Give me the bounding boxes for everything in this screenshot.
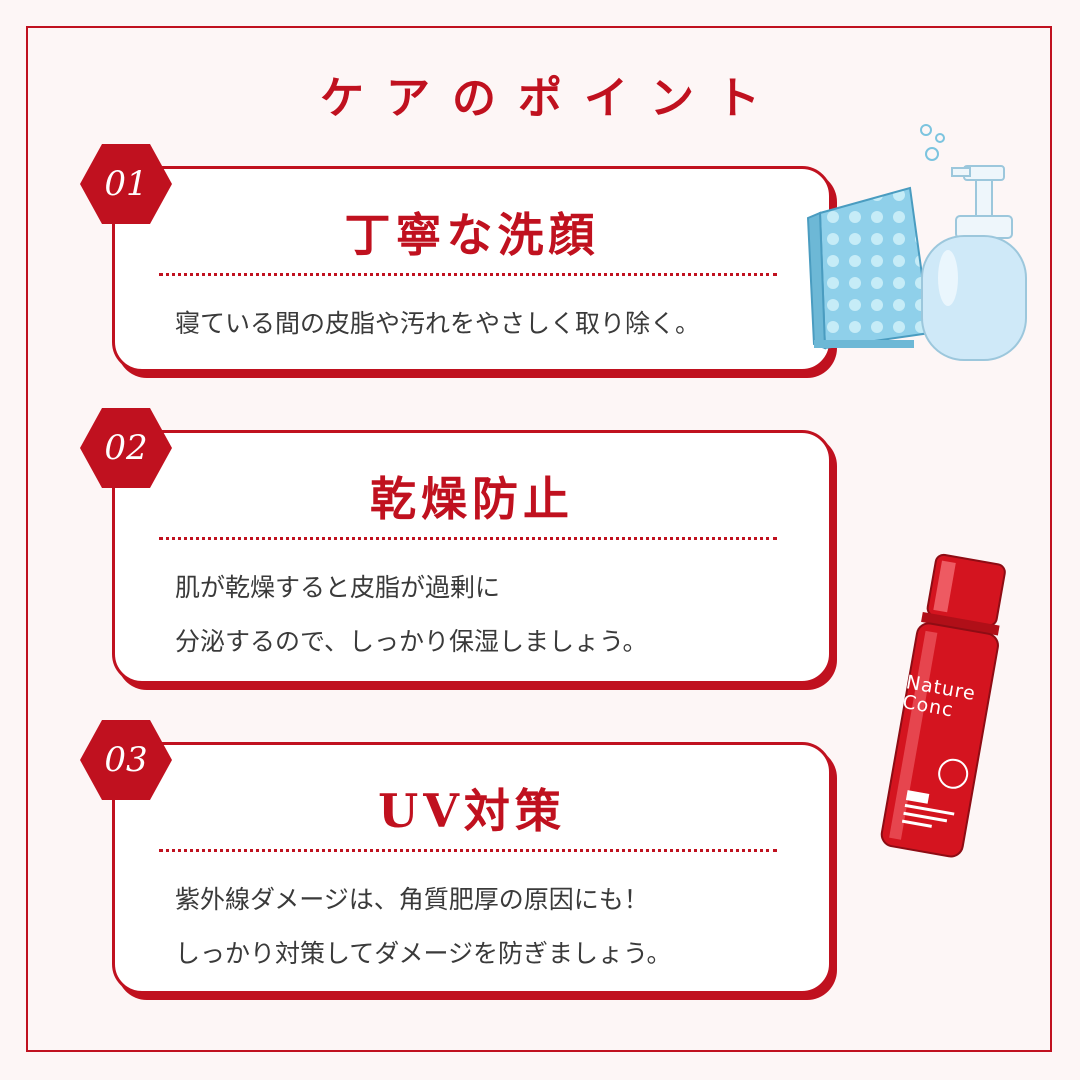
care-point-description: 肌が乾燥すると皮脂が過剰に 分泌するので、しっかり保湿しましょう。 — [175, 561, 819, 669]
care-point-description: 紫外線ダメージは、角質肥厚の原因にも！ しっかり対策してダメージを防ぎましょう。 — [175, 873, 819, 981]
point-number: 02 — [104, 428, 148, 468]
dotted-divider — [159, 849, 777, 852]
care-point-heading: UV対策 — [378, 784, 566, 838]
point-number: 03 — [104, 740, 148, 780]
description-line: 分泌するので、しっかり保湿しましょう。 — [175, 627, 648, 656]
care-point-description: 寝ている間の皮脂や汚れをやさしく取り除く。 — [175, 297, 819, 351]
description-line: 寝ている間の皮脂や汚れをやさしく取り除く。 — [175, 309, 701, 338]
care-point-heading: 丁寧な洗顔 — [344, 208, 600, 262]
hexagon-badge-icon — [80, 720, 172, 800]
dotted-divider — [159, 537, 777, 540]
dotted-divider — [159, 273, 777, 276]
page-title: ケアのポイント — [320, 73, 782, 124]
description-line: 肌が乾燥すると皮脂が過剰に — [175, 573, 501, 602]
care-point-card-3: UV対策 紫外線ダメージは、角質肥厚の原因にも！ しっかり対策してダメージを防ぎ… — [112, 742, 832, 994]
hexagon-badge-icon — [80, 144, 172, 224]
towel-icon — [806, 124, 1027, 361]
towel-and-cleanser-illustration — [800, 118, 1030, 368]
care-point-card-1: 丁寧な洗顔 寝ている間の皮脂や汚れをやさしく取り除く。 — [112, 166, 832, 372]
description-line: しっかり対策してダメージを防ぎましょう。 — [175, 939, 672, 968]
description-line: 紫外線ダメージは、角質肥厚の原因にも！ — [175, 885, 649, 914]
lotion-bottle-icon — [880, 553, 1006, 858]
care-point-heading: 乾燥防止 — [370, 472, 574, 526]
care-point-card-2: 乾燥防止 肌が乾燥すると皮脂が過剰に 分泌するので、しっかり保湿しましょう。 — [112, 430, 832, 684]
hexagon-badge-icon — [80, 408, 172, 488]
point-number-badge-1: 01 — [78, 142, 174, 226]
lotion-bottle-illustration: Nature Conc — [862, 550, 1012, 870]
point-number-badge-3: 03 — [78, 718, 174, 802]
point-number-badge-2: 02 — [78, 406, 174, 490]
point-number: 01 — [104, 164, 148, 204]
